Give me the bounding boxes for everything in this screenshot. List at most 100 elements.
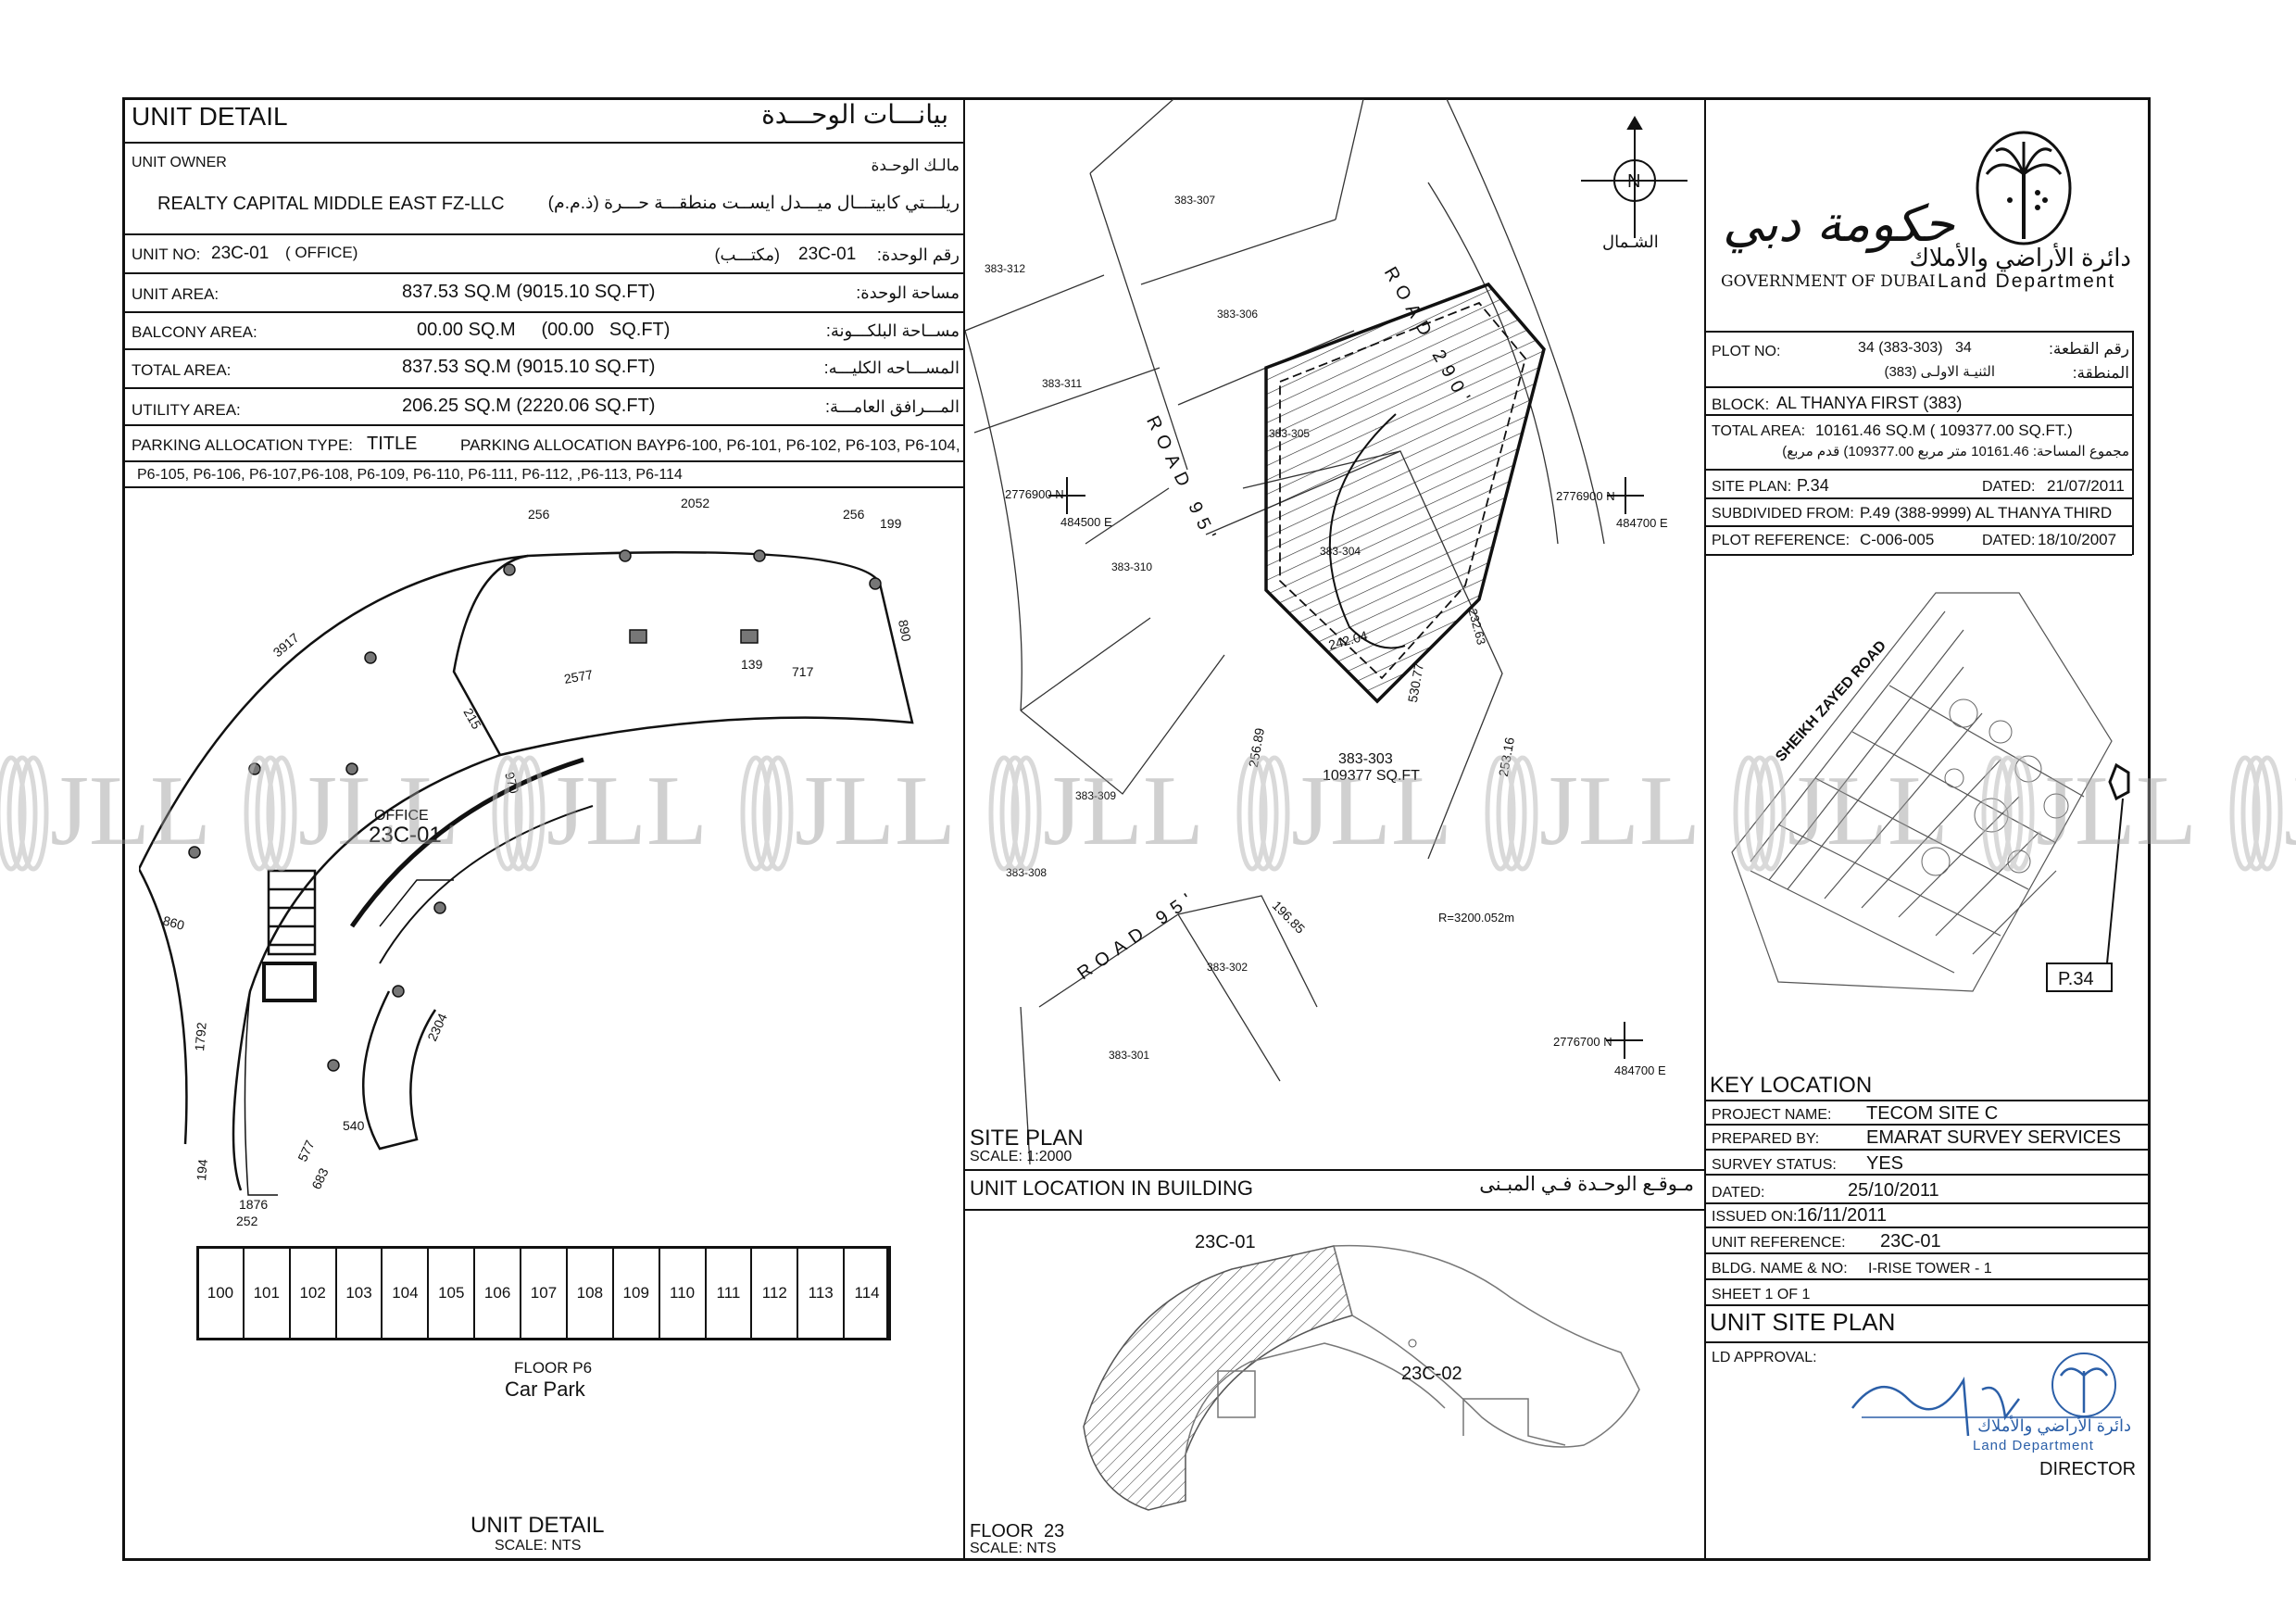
area-value-ar: الثنيـة الاولـى (383) xyxy=(1884,364,1995,380)
dim-label: 252 xyxy=(236,1214,258,1228)
parking-bay: 113 xyxy=(797,1246,846,1340)
unit-area-label-ar: مساحة الوحدة: xyxy=(856,283,960,302)
target-plot-area: 109377 SQ.FT xyxy=(1323,768,1420,784)
north-label-ar: الشـمال xyxy=(1602,233,1659,251)
plan-column xyxy=(433,901,446,914)
unit-area-label: UNIT AREA: xyxy=(132,285,220,303)
jll-watermark-word: JLL xyxy=(795,756,956,866)
parking-bay: 108 xyxy=(565,1246,614,1340)
plan-column xyxy=(619,549,632,562)
rule xyxy=(1706,1278,2151,1280)
parking-bay: 107 xyxy=(520,1246,568,1340)
rule xyxy=(1706,1100,2151,1101)
rule xyxy=(122,424,963,426)
parking-bay: 110 xyxy=(658,1246,707,1340)
coord-marks xyxy=(1048,477,1644,1059)
site-plan-dated-label: DATED: xyxy=(1982,479,2036,495)
plan-wall-top xyxy=(452,551,914,757)
coord-east: 484700 E xyxy=(1614,1063,1666,1077)
rule xyxy=(1706,497,2132,499)
plan-core-inner xyxy=(379,805,594,964)
north-arrow xyxy=(1581,116,1687,238)
plan-lift xyxy=(262,962,317,1002)
project-name-label: PROJECT NAME: xyxy=(1712,1107,1832,1123)
divider-location-title xyxy=(963,1209,1704,1211)
rule xyxy=(122,311,963,313)
unit-no-type: ( OFFICE) xyxy=(285,244,358,261)
plot-label: 383-311 xyxy=(1042,377,1083,390)
site-plan-map xyxy=(965,99,1687,1165)
owner-name: REALTY CAPITAL MIDDLE EAST FZ-LLC xyxy=(157,194,505,214)
coord-north: 2776900 N xyxy=(1005,487,1064,501)
rule xyxy=(1706,1227,2151,1228)
parking-bay: 101 xyxy=(242,1246,291,1340)
unit-detail-heading: UNIT DETAIL xyxy=(132,102,288,131)
jll-watermark-word: JLL xyxy=(2284,761,2296,862)
unit-no-label: UNIT NO: xyxy=(132,245,201,263)
site-plan-title: SITE PLAN xyxy=(970,1126,1084,1151)
unit-detail-heading-ar: بيانـــات الوحـــدة xyxy=(761,100,948,129)
radius-label: R=3200.052m xyxy=(1438,911,1515,925)
dept-name-ar: دائرة الأراضي والأملاك xyxy=(1909,244,2131,271)
balcony-area-label: BALCONY AREA: xyxy=(132,323,257,341)
rule xyxy=(1706,554,2132,556)
total-area-value: 837.53 SQ.M (9015.10 SQ.FT) xyxy=(402,357,656,377)
jll-watermark-word: JLL xyxy=(50,756,211,866)
parking-bay: 109 xyxy=(611,1246,660,1340)
plot-label: 383-307 xyxy=(1174,194,1216,207)
north-symbol: N xyxy=(1627,171,1641,192)
parking-bay-label: PARKING ALLOCATION BAY: xyxy=(460,436,671,454)
unit-detail-footer-title: UNIT DETAIL xyxy=(470,1513,605,1538)
plan-column xyxy=(740,629,759,644)
site-plan-dated-value: 21/07/2011 xyxy=(2047,477,2125,495)
unit-no-label-ar: رقم الوحدة: xyxy=(876,245,960,264)
balcony-area-value: 00.00 SQ.M (00.00 SQ.FT) xyxy=(417,320,671,340)
plot-boundary xyxy=(1089,99,1364,471)
parking-bay: 102 xyxy=(288,1246,337,1340)
dim-label: 2577 xyxy=(563,667,595,686)
plot-ref-value: C-006-005 xyxy=(1860,531,1935,548)
parking-bay: 111 xyxy=(704,1246,753,1340)
plot-no-label-ar: رقم القطعة: xyxy=(2049,340,2129,358)
jll-watermark-word: JLL xyxy=(1043,756,1204,866)
rule xyxy=(122,272,963,274)
plot-ref-dated-value: 18/10/2007 xyxy=(2038,531,2117,548)
plot-label: 383-301 xyxy=(1109,1049,1150,1062)
survey-status-value: YES xyxy=(1866,1153,1904,1174)
plan-column xyxy=(629,629,647,644)
coord-north: 2776700 N xyxy=(1553,1035,1612,1049)
unit-site-plan-title: UNIT SITE PLAN xyxy=(1710,1308,1896,1336)
block-label: BLOCK: xyxy=(1712,396,1770,413)
parking-bay-line2: P6-105, P6-106, P6-107,P6-108, P6-109, P… xyxy=(137,467,683,483)
project-name-value: TECOM SITE C xyxy=(1866,1103,1999,1124)
dim-label: 577 xyxy=(295,1138,317,1164)
rule xyxy=(1706,1174,2151,1176)
utility-area-label: UTILITY AREA: xyxy=(132,401,241,419)
rule xyxy=(1706,525,2132,527)
dim-label: 540 xyxy=(343,1118,365,1133)
plan-column xyxy=(364,651,377,664)
stamp-dept-en: Land Department xyxy=(1973,1438,2094,1453)
rule xyxy=(122,142,963,144)
key-plot-tag: P.34 xyxy=(2058,969,2094,989)
dim-label: 860 xyxy=(161,912,186,933)
parking-type-label: PARKING ALLOCATION TYPE: xyxy=(132,436,354,454)
rule xyxy=(1706,1341,2151,1343)
bldg-label: BLDG. NAME & NO: xyxy=(1712,1261,1848,1277)
prepared-by-value: EMARAT SURVEY SERVICES xyxy=(1866,1127,2121,1148)
jll-watermark-word: JLL xyxy=(1539,756,1700,866)
dim-label: 256 xyxy=(843,507,865,522)
gov-name-ar: حكومة دبي xyxy=(1723,195,1955,253)
unit-location-title: UNIT LOCATION IN BUILDING xyxy=(970,1176,1254,1200)
divider-siteplan-location xyxy=(963,1169,1704,1171)
total-area-label-ar: المســـاحه الكليـــه: xyxy=(823,359,960,377)
rule xyxy=(122,348,963,350)
unit-detail-footer-scale: SCALE: NTS xyxy=(495,1538,582,1554)
rule xyxy=(1706,469,2132,471)
owner-label: UNIT OWNER xyxy=(132,155,227,170)
plan-column xyxy=(248,762,261,775)
rule xyxy=(122,486,963,488)
rule xyxy=(1706,1124,2151,1126)
director-label: DIRECTOR xyxy=(2039,1459,2137,1479)
plot-ref-label: PLOT REFERENCE: xyxy=(1712,533,1851,548)
